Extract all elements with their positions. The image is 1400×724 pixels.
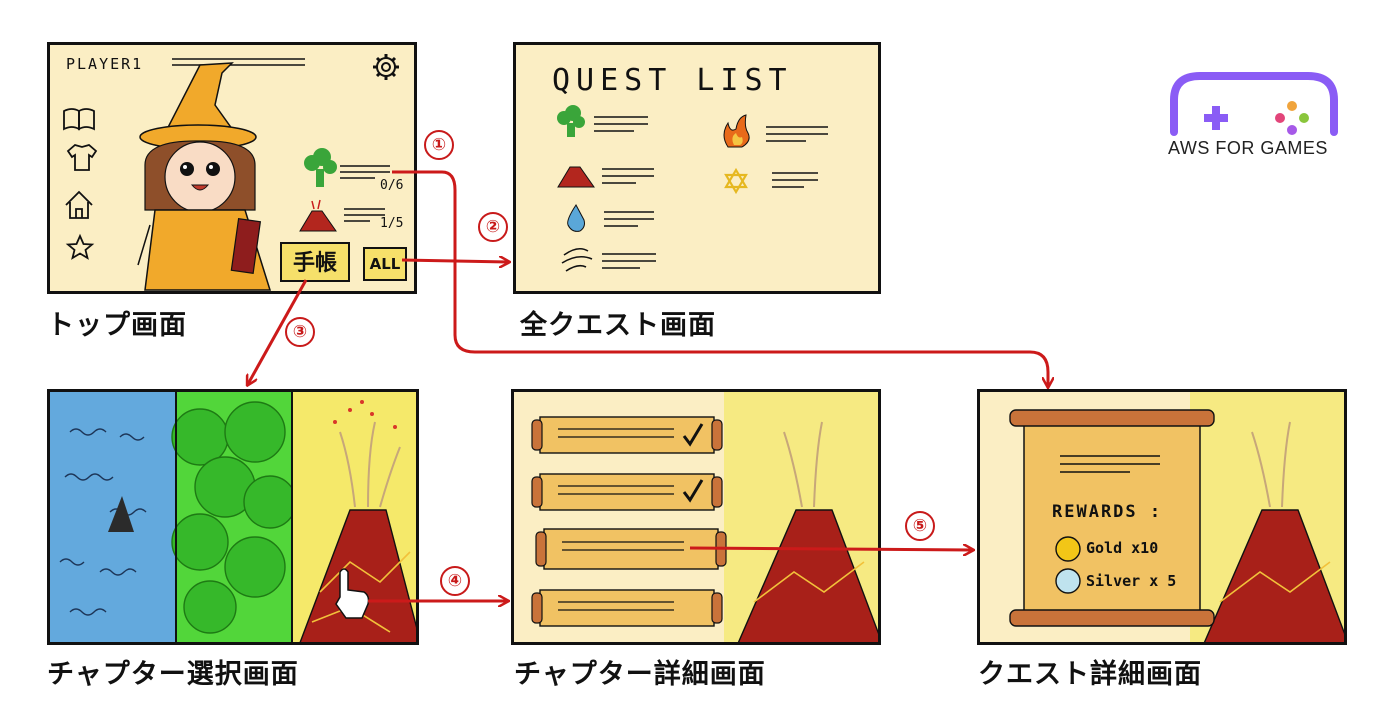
quest-detail-drawing [1009, 392, 1344, 642]
star-icon [65, 233, 95, 260]
shirt-icon [66, 144, 98, 171]
quest-list-title: QUEST LIST [552, 63, 793, 98]
check-icon [682, 423, 704, 447]
forest-counter: 0/6 [380, 178, 404, 193]
pointer-hand-icon [335, 568, 370, 619]
rewards-label: REWARDS : [1052, 502, 1163, 522]
quest-list-screen: QUEST LIST [513, 42, 881, 294]
tree-icon [304, 148, 337, 187]
chapter-detail-screen [511, 389, 881, 645]
quest-list-caption: 全クエスト画面 [520, 310, 716, 341]
top-screen-caption: トップ画面 [47, 310, 187, 341]
scroll-item [531, 473, 723, 511]
volcano-counter: 1/5 [380, 216, 404, 231]
reward-gold: Gold x10 [1086, 539, 1159, 557]
chapter-select-drawing [50, 392, 416, 642]
quest-scroll [1009, 409, 1215, 627]
water-drop-icon [567, 204, 585, 232]
chapter-detail-drawing [531, 392, 878, 642]
volcano-icon [299, 400, 416, 642]
witch-character [137, 62, 272, 291]
reward-silver: Silver x 5 [1086, 572, 1177, 590]
volcano-icon [557, 166, 595, 188]
tree-icon [557, 105, 585, 137]
coin-icon [1055, 536, 1081, 562]
quest-detail-caption: クエスト詳細画面 [978, 659, 1202, 690]
arrow-2 [401, 260, 508, 262]
shark-fin [108, 496, 134, 532]
step-1-marker: ① [424, 130, 454, 160]
home-icon [65, 190, 93, 219]
step-3-marker: ③ [285, 317, 315, 347]
player-label: PLAYER1 [66, 55, 144, 73]
check-icon [682, 479, 704, 503]
logo-text: AWS FOR GAMES [1168, 138, 1328, 158]
scroll-item [531, 589, 723, 627]
volcano-icon [1203, 421, 1344, 642]
hexagram-icon [724, 167, 748, 195]
quest-detail-screen: REWARDS : Gold x10 Silver x 5 [977, 389, 1347, 645]
step-4-marker: ④ [440, 566, 470, 596]
book-icon [63, 108, 95, 131]
aws-for-games-logo: AWS FOR GAMES [1160, 62, 1360, 162]
top-screen-drawing [63, 54, 399, 291]
scroll-item [535, 528, 727, 570]
chapter-detail-caption: チャプター詳細画面 [514, 659, 766, 690]
chapter-select-caption: チャプター選択画面 [47, 659, 299, 690]
quest-list-drawing [557, 105, 828, 272]
top-screen: PLAYER1 [47, 42, 417, 294]
gamepad-icon [1170, 72, 1338, 136]
notebook-button[interactable]: 手帳 [280, 242, 350, 282]
step-2-marker: ② [478, 212, 508, 242]
volcano-icon [299, 199, 337, 232]
wind-icon [561, 247, 593, 272]
scroll-item [531, 416, 723, 454]
fire-icon [723, 114, 750, 148]
coin-icon [1055, 568, 1081, 594]
chapter-select-screen [47, 389, 419, 645]
step-5-marker: ⑤ [905, 511, 935, 541]
all-button[interactable]: ALL [363, 247, 407, 281]
gear-icon [373, 54, 399, 80]
volcano-icon [737, 421, 878, 642]
